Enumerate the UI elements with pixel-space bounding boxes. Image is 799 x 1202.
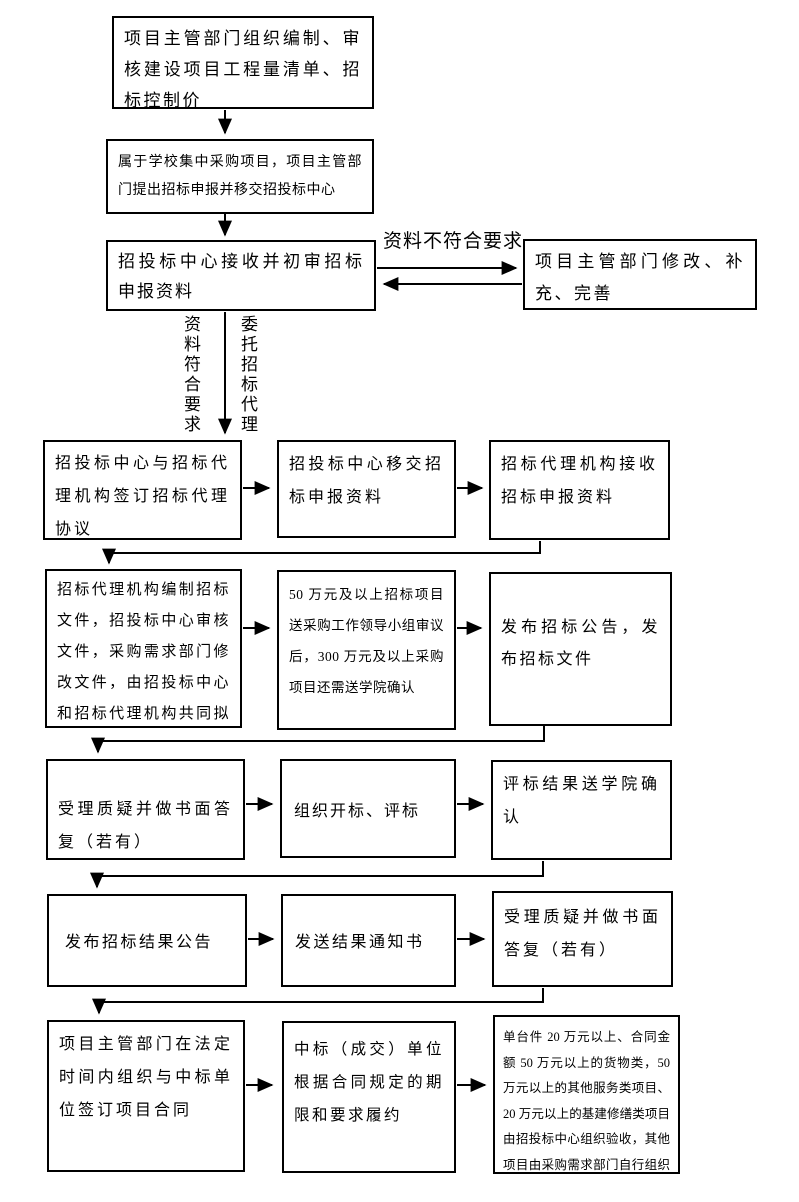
node-sign-agency-agreement: 招投标中心与招标代理机构签订招标代理协议 bbox=[43, 440, 242, 540]
node-transfer-application-material: 招投标中心移交招标申报资料 bbox=[277, 440, 456, 538]
node-result-to-college-confirm: 评标结果送学院确认 bbox=[491, 760, 672, 860]
node-compile-control-price: 项目主管部门组织编制、审核建设项目工程量清单、招标控制价 bbox=[112, 16, 374, 109]
connector-n16-n17 bbox=[92, 988, 544, 1015]
label-entrust-agency: 委托招标代理 bbox=[238, 315, 257, 435]
node-agency-receive-material: 招标代理机构接收招标申报资料 bbox=[489, 440, 670, 540]
node-dept-revise-supplement: 项目主管部门修改、补充、完善 bbox=[523, 239, 757, 310]
node-perform-contract: 中标（成交）单位根据合同规定的期限和要求履约 bbox=[282, 1021, 456, 1173]
node-center-receive-review: 招投标中心接收并初审招标申报资料 bbox=[106, 240, 376, 311]
connector-n10-n11 bbox=[91, 726, 545, 754]
node-draft-bid-documents: 招标代理机构编制招标文件，招投标中心审核文件，采购需求部门修改文件，由招投标中心… bbox=[45, 569, 242, 728]
node-sign-project-contract: 项目主管部门在法定时间内组织与中标单位签订项目合同 bbox=[47, 1020, 245, 1172]
node-handle-queries-second: 受理质疑并做书面答复（若有） bbox=[492, 891, 673, 987]
connector-n7-n8 bbox=[102, 541, 541, 565]
node-send-result-notice: 发送结果通知书 bbox=[281, 894, 456, 987]
node-leadership-group-review: 50 万元及以上招标项目送采购工作领导小组审议后，300 万元及以上采购项目还需… bbox=[277, 570, 456, 730]
label-material-meets: 资料符合要求 bbox=[181, 315, 200, 435]
node-open-evaluate-bids: 组织开标、评标 bbox=[280, 759, 456, 858]
node-handle-queries-first: 受理质疑并做书面答复（若有） bbox=[46, 759, 245, 860]
connector-n13-n14 bbox=[90, 861, 544, 889]
node-publish-announcement: 发布招标公告，发布招标文件 bbox=[489, 572, 672, 726]
node-acceptance-inspection: 单台件 20 万元以上、合同金额 50 万元以上的货物类，50 万元以上的其他服… bbox=[493, 1015, 680, 1174]
node-centralized-procurement-declare: 属于学校集中采购项目，项目主管部门提出招标申报并移交招投标中心 bbox=[106, 139, 374, 214]
label-material-not-meet: 资料不符合要求 bbox=[383, 231, 524, 252]
node-publish-result-announcement: 发布招标结果公告 bbox=[47, 894, 247, 987]
